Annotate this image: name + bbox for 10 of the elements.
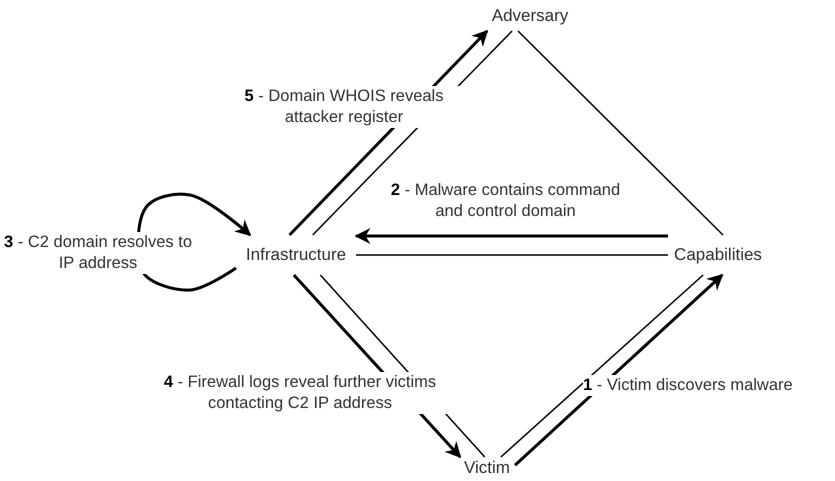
node-label: Capabilities [674,245,762,265]
node-label: Infrastructure [246,245,346,265]
connector-line [500,274,704,458]
node-label: Adversary [492,6,568,26]
connector-line [517,30,724,236]
node-label: Victim [464,458,510,478]
arrow [514,274,724,466]
arrow [354,228,668,244]
connector-line [356,254,668,256]
edge-label: 1 - Victim discovers malware [583,375,793,396]
